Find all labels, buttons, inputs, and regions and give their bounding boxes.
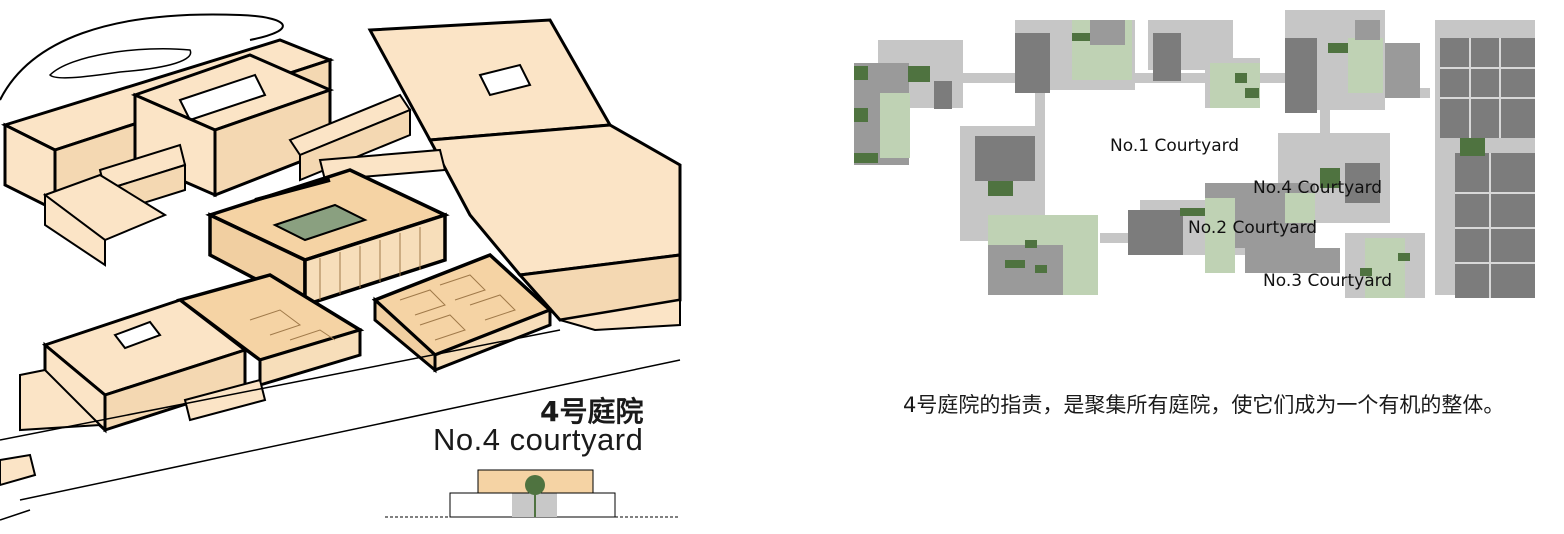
section-diagram <box>385 469 680 518</box>
roundabout-island <box>48 47 192 79</box>
building-bottom-left <box>19 298 267 434</box>
plan-block-left <box>854 40 963 165</box>
courtyard-label-1: No.1 Courtyard <box>1110 136 1240 156</box>
plan-block-center <box>1128 133 1390 273</box>
road-curve <box>0 13 284 101</box>
axonometric-drawing <box>0 13 682 521</box>
courtyard-label-3: No.3 Courtyard <box>1263 271 1393 291</box>
building-top-right <box>367 18 682 332</box>
courtyard-title-zh: 4号庭院 <box>540 395 644 428</box>
site-plan: No.1 Courtyard No.4 Courtyard No.2 Court… <box>850 8 1550 308</box>
courtyard-label-4: No.4 Courtyard <box>1253 178 1383 198</box>
building-courtyard-4 <box>205 168 450 308</box>
courtyard-title-en: No.4 courtyard <box>433 422 644 457</box>
site-plan-drawing <box>854 10 1535 298</box>
courtyard-label-2: No.2 Courtyard <box>1188 218 1318 238</box>
plan-block-right <box>1435 20 1535 298</box>
building-corner-fragment <box>0 453 37 487</box>
building-top-center <box>130 53 335 198</box>
road-lines <box>0 329 681 521</box>
connector-left <box>42 143 187 267</box>
plan-block-top-2 <box>1148 20 1260 108</box>
building-lower-right-wing <box>371 252 554 374</box>
plan-block-top-1 <box>1015 20 1135 93</box>
description-text: 4号庭院的指责，是聚集所有庭院，使它们成为一个有机的整体。 <box>903 393 1505 417</box>
plan-block-bottom-left <box>988 215 1098 295</box>
plan-block-no3 <box>1245 233 1425 298</box>
plan-block-top-3 <box>1285 10 1420 113</box>
axonometric-diagram: 4号庭院 No.4 courtyard <box>0 0 690 530</box>
